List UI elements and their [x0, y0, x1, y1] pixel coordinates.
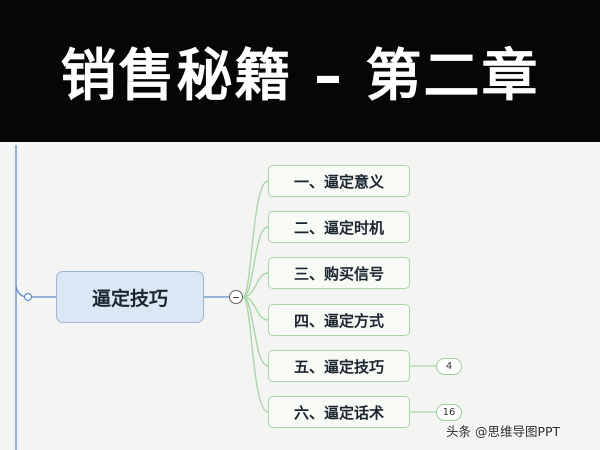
parent-link-line — [15, 285, 56, 298]
branch-line-4 — [242, 296, 269, 321]
subtopic-1[interactable]: 一、逼定意义 — [268, 165, 410, 197]
collapsed-count-badge[interactable]: 4 — [436, 358, 462, 375]
branch-line-5 — [242, 296, 269, 367]
collapse-minus-icon[interactable] — [229, 290, 243, 304]
subtopic-3[interactable]: 三、购买信号 — [268, 257, 410, 289]
subtopic-5[interactable]: 五、逼定技巧 — [268, 350, 410, 382]
page-title: 销售秘籍 – 第二章 — [60, 43, 540, 109]
branch-line-6 — [242, 296, 269, 413]
branch-line-2 — [242, 226, 269, 298]
title-banner: 销售秘籍 – 第二章 — [0, 0, 600, 142]
subtopic-4[interactable]: 四、逼定方式 — [268, 304, 410, 336]
collapsed-count-badge[interactable]: 16 — [436, 404, 462, 421]
branch-line-1 — [242, 180, 269, 298]
subtopic-6[interactable]: 六、逼定话术 — [268, 396, 410, 428]
root-topic[interactable]: 逼定技巧 — [56, 271, 204, 323]
subtopic-2[interactable]: 二、逼定时机 — [268, 211, 410, 243]
parent-link-dot — [23, 292, 33, 302]
source-watermark: 头条 @思维导图PPT — [446, 424, 561, 439]
branch-line-3 — [242, 272, 269, 298]
